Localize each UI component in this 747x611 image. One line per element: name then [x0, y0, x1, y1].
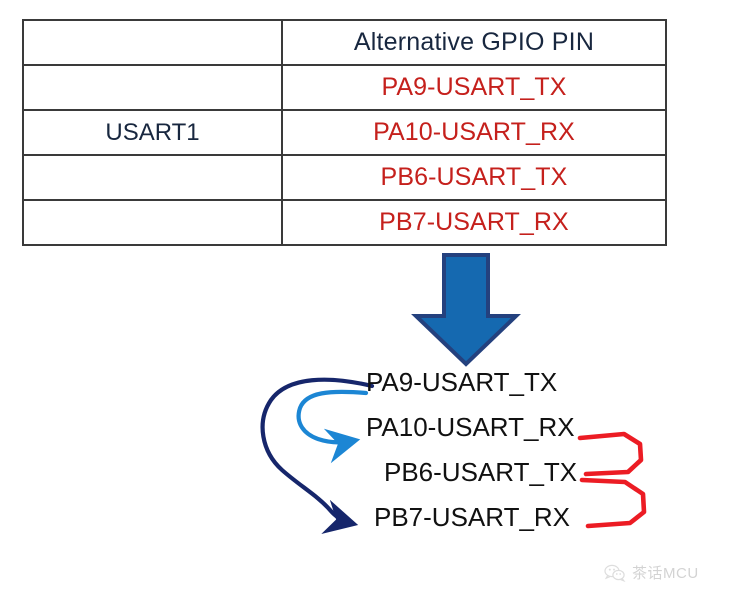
down-arrow-icon [411, 253, 521, 367]
table-row: Alternative GPIO PIN [22, 19, 667, 66]
table-row: PB7-USART_RX [22, 199, 667, 246]
pin-label-list: PA9-USART_TX PA10-USART_RX PB6-USART_TX … [366, 360, 586, 540]
table-header-alternative-gpio-pin: Alternative GPIO PIN [281, 19, 667, 66]
table-row: PB6-USART_TX [22, 154, 667, 201]
table-cell-peripheral-usart1: USART1 [22, 109, 283, 156]
table-cell-blank [22, 199, 283, 246]
pin-label-pa9: PA9-USART_TX [366, 367, 558, 397]
connector-lines-svg [260, 377, 647, 534]
table-cell-pin-pa10: PA10-USART_RX [281, 109, 667, 156]
connector-lightblue-pa9-to-pa10 [296, 389, 369, 464]
table-cell-pin-pb6: PB6-USART_TX [281, 154, 667, 201]
connector-red-pb6-to-pb7 [579, 477, 647, 529]
table-cell-pin-pb7: PB7-USART_RX [281, 199, 667, 246]
wechat-bubble-icon [604, 564, 626, 582]
pin-label-pb6: PB6-USART_TX [384, 457, 578, 487]
watermark: 茶话MCU [604, 562, 699, 583]
pin-connection-diagram: PA9-USART_TX PA10-USART_RX PB6-USART_TX … [0, 360, 747, 560]
table-cell-blank [22, 154, 283, 201]
table-row: PA9-USART_TX [22, 64, 667, 111]
table-cell-pin-pa9: PA9-USART_TX [281, 64, 667, 111]
watermark-text: 茶话MCU [632, 565, 699, 582]
connector-navy-pa9-to-pb7 [260, 377, 375, 534]
down-arrow-shape [411, 253, 521, 367]
connector-red-pa10-to-pb6 [577, 431, 644, 477]
pin-label-pb7: PB7-USART_RX [374, 502, 571, 532]
pin-label-pa10: PA10-USART_RX [366, 412, 575, 442]
table-cell-blank [22, 19, 283, 66]
table-cell-blank [22, 64, 283, 111]
table-row: USART1 PA10-USART_RX [22, 109, 667, 156]
gpio-alternative-pin-table: Alternative GPIO PIN PA9-USART_TX USART1… [22, 19, 667, 246]
